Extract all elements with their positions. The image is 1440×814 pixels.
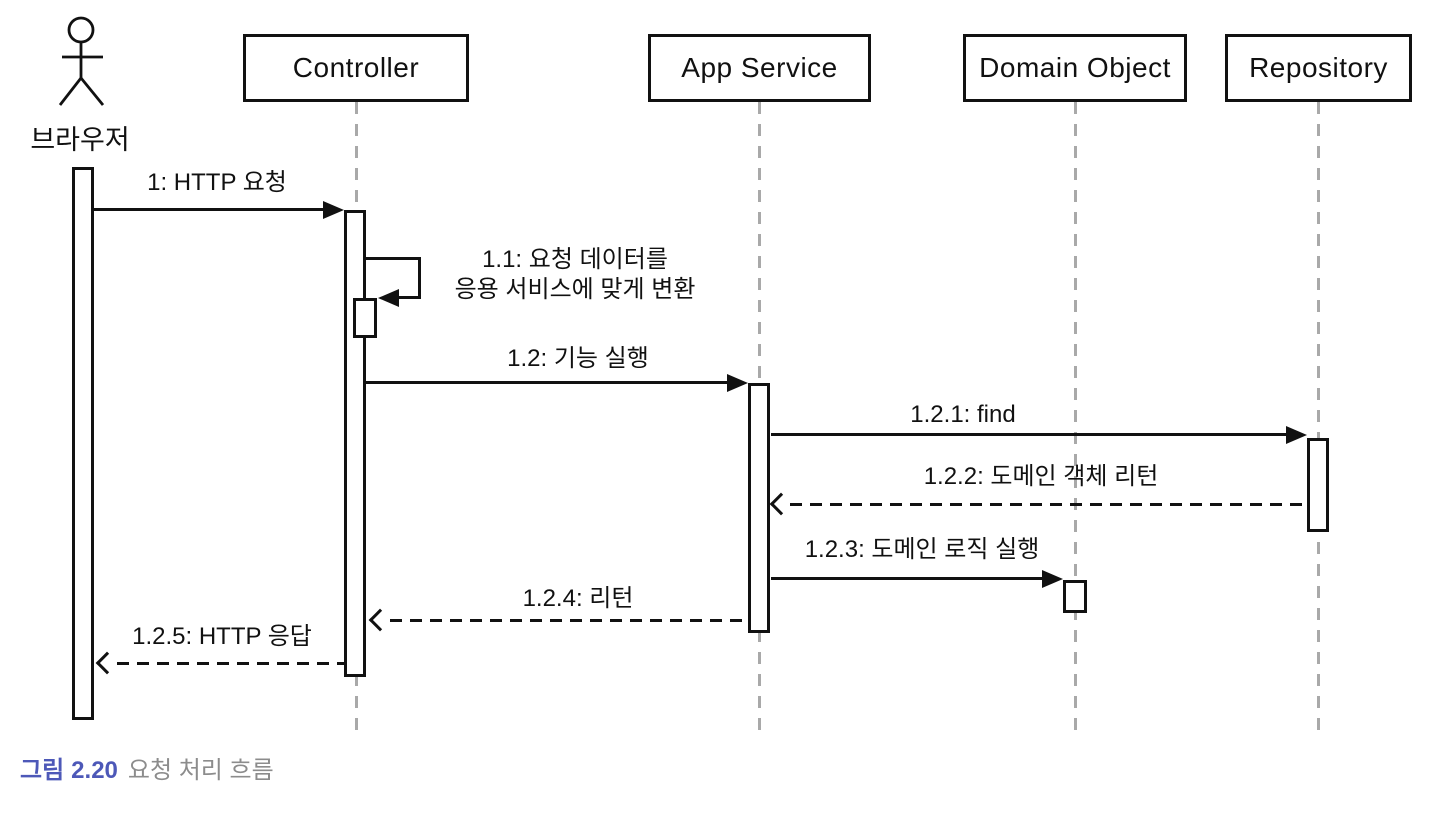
message-line: [771, 577, 1044, 580]
message-line: [366, 381, 730, 384]
message-dashed-line: [790, 503, 1307, 506]
message-label: 1.2.4: 리턴: [522, 585, 634, 612]
participant-box-controller: Controller: [243, 34, 469, 102]
message-dashed-line: [117, 662, 344, 665]
caption-figure-number: 2.20: [71, 757, 118, 784]
participant-label: App Service: [681, 52, 838, 83]
actor-label: 브라우저: [30, 125, 130, 155]
participant-label: Domain Object: [979, 52, 1171, 83]
activation-controller-nested: [353, 298, 377, 338]
activation-controller: [344, 210, 366, 677]
message-dashed-line: [390, 619, 748, 622]
solid-arrowhead-icon: [323, 201, 344, 219]
participant-label: Repository: [1249, 52, 1388, 83]
caption-figure-word: 그림: [20, 757, 65, 784]
solid-arrowhead-icon: [378, 289, 399, 307]
actor-stick-figure-icon: [58, 16, 105, 106]
participant-label: Controller: [292, 52, 420, 83]
solid-arrowhead-icon: [1286, 426, 1307, 444]
solid-arrowhead-icon: [727, 374, 748, 392]
participant-box-repository: Repository: [1225, 34, 1412, 102]
message-label: 1.1: 요청 데이터를 응용 서비스에 맞게 변환: [454, 246, 696, 303]
open-arrowhead-icon: [769, 492, 793, 516]
participant-box-app-service: App Service: [648, 34, 871, 102]
activation-domain-object: [1063, 580, 1087, 613]
open-arrowhead-icon: [95, 651, 119, 675]
message-label: 1.2.3: 도메인 로직 실행: [804, 536, 1040, 563]
message-label: 1.2.5: HTTP 응답: [132, 623, 312, 650]
lifeline-domain-object: [1074, 102, 1077, 730]
solid-arrowhead-icon: [1042, 570, 1063, 588]
message-line: [771, 433, 1288, 436]
message-label: 1.2: 기능 실행: [507, 345, 649, 372]
self-message-side-line: [418, 257, 421, 299]
lifeline-repository: [1317, 102, 1320, 730]
message-label: 1.2.1: find: [910, 401, 1016, 428]
self-message-out-line: [366, 257, 421, 260]
activation-browser: [72, 167, 94, 720]
message-line: [94, 208, 326, 211]
activation-repository: [1307, 438, 1329, 532]
open-arrowhead-icon: [368, 608, 392, 632]
participant-box-domain-object: Domain Object: [963, 34, 1187, 102]
message-label: 1: HTTP 요청: [147, 169, 287, 196]
caption-title: 요청 처리 흐름: [127, 757, 274, 784]
activation-app-service: [748, 383, 770, 633]
self-message-return-line: [399, 296, 421, 299]
message-label: 1.2.2: 도메인 객체 리턴: [923, 463, 1159, 490]
